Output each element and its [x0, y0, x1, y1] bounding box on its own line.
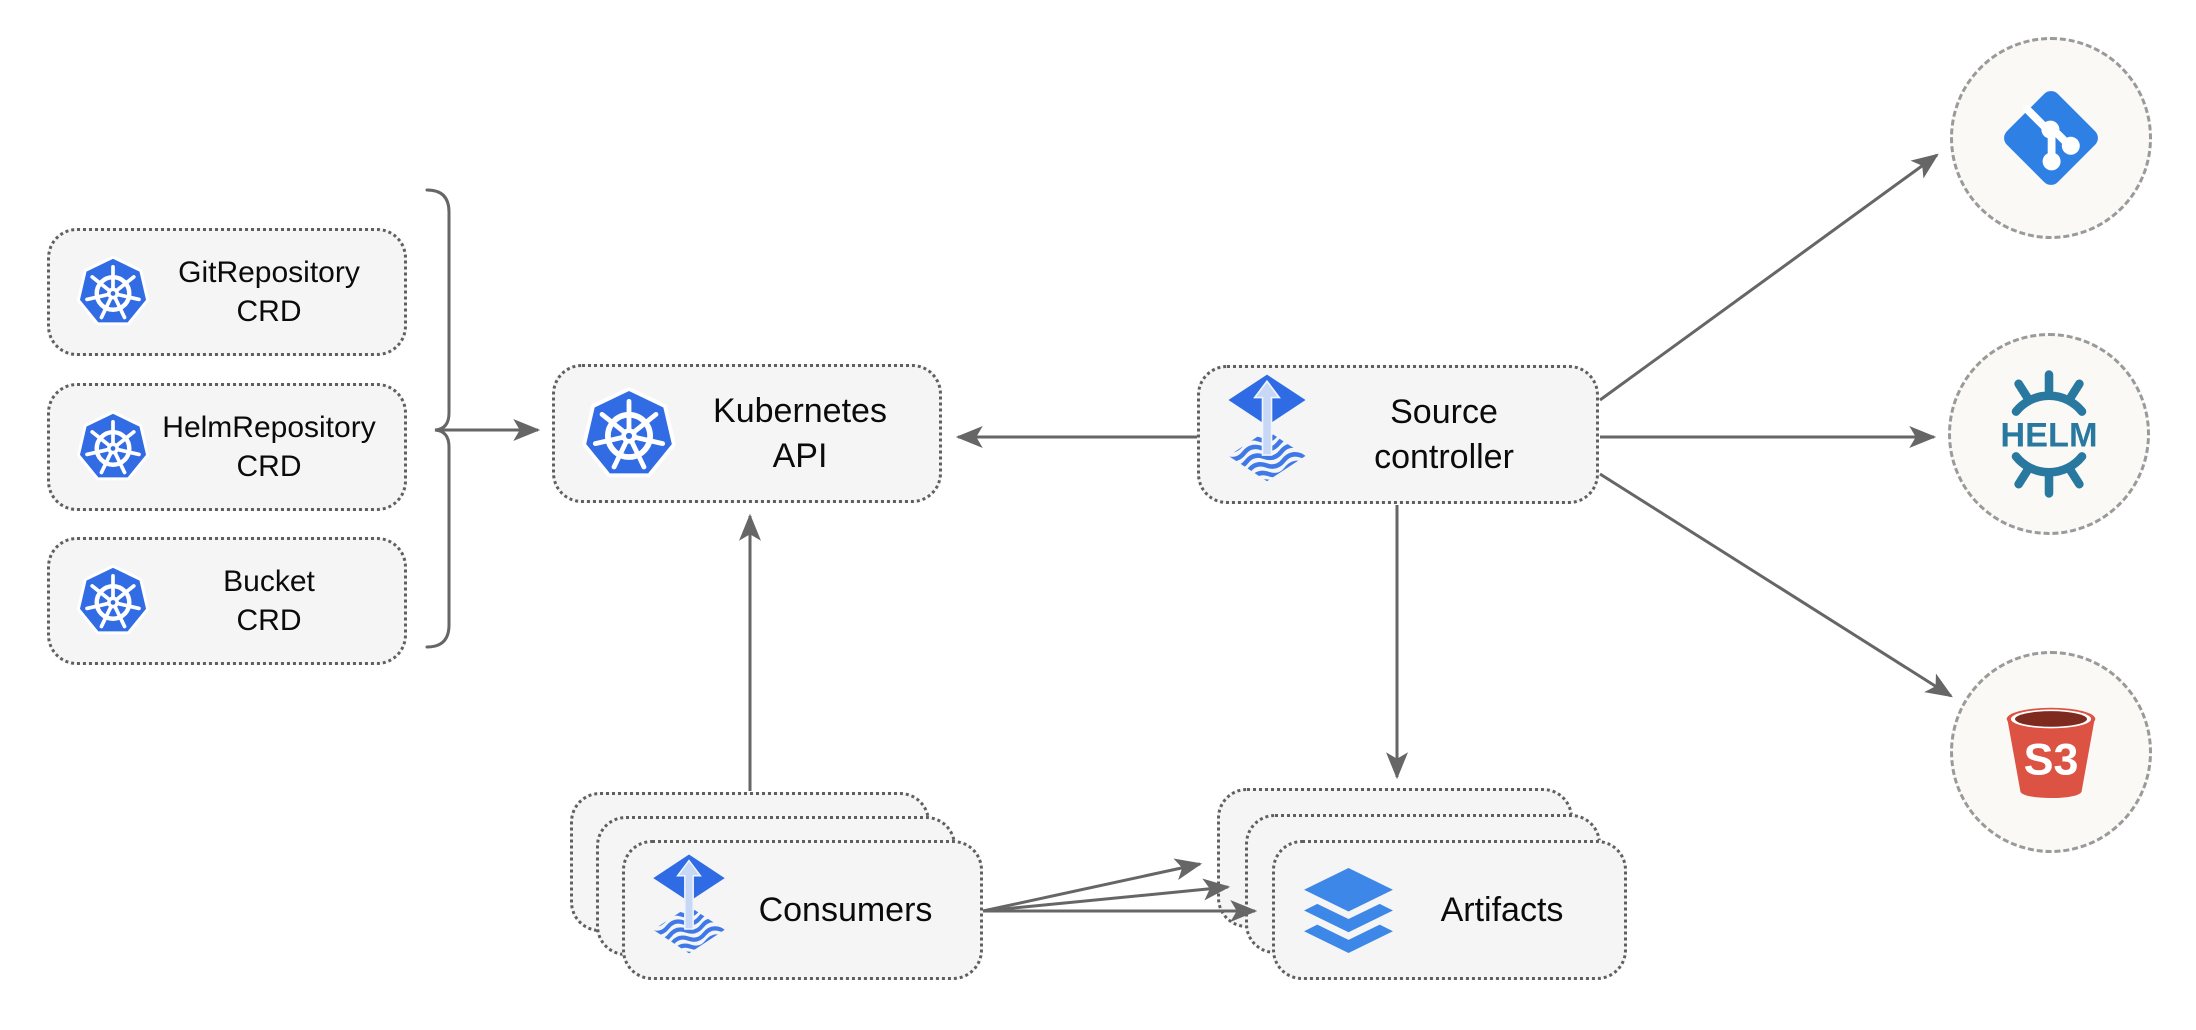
- kubernetes-icon: [582, 386, 676, 477]
- kubernetes-icon: [76, 410, 150, 481]
- node-label: Source controller: [1374, 393, 1514, 476]
- node-label: Artifacts: [1440, 890, 1564, 929]
- node-source-controller: Source controller: [1197, 365, 1599, 504]
- s3-logo-text: S3: [2024, 733, 2079, 784]
- arrow-consumers-to-artifacts-2: [982, 878, 1231, 913]
- node-consumers: Consumers: [622, 840, 983, 980]
- circle-git: [1950, 37, 2152, 239]
- node-gitrepository-crd: GitRepository CRD: [47, 228, 407, 356]
- circle-s3: S3: [1950, 651, 2152, 853]
- crd-group-bracket: [425, 188, 451, 649]
- s3-bucket-icon: S3: [2006, 707, 2096, 799]
- node-bucket-crd: Bucket CRD: [47, 537, 407, 665]
- node-helmrepository-crd: HelmRepository CRD: [47, 383, 407, 511]
- flux-icon: [1228, 374, 1306, 482]
- circle-helm: HELM: [1948, 333, 2150, 535]
- node-label: Consumers: [758, 890, 933, 929]
- flux-icon: [653, 854, 725, 954]
- arrow-source-to-s3: [1599, 472, 1953, 698]
- node-kubernetes-api: Kubernetes API: [552, 364, 942, 503]
- node-label: Kubernetes API: [713, 392, 887, 475]
- kubernetes-icon: [76, 564, 150, 635]
- helm-icon: HELM: [2000, 370, 2098, 498]
- arrow-consumers-to-artifacts-1: [982, 858, 1203, 913]
- git-icon: [2004, 91, 2098, 185]
- arrow-source-to-git: [1599, 153, 1939, 402]
- node-artifacts: Artifacts: [1272, 840, 1627, 980]
- node-label: HelmRepository CRD: [162, 411, 376, 483]
- node-label: Bucket CRD: [223, 565, 315, 637]
- helm-logo-text: HELM: [2000, 417, 2097, 455]
- node-label: GitRepository CRD: [178, 256, 360, 328]
- kubernetes-icon: [76, 255, 150, 326]
- layers-icon: [1304, 867, 1393, 953]
